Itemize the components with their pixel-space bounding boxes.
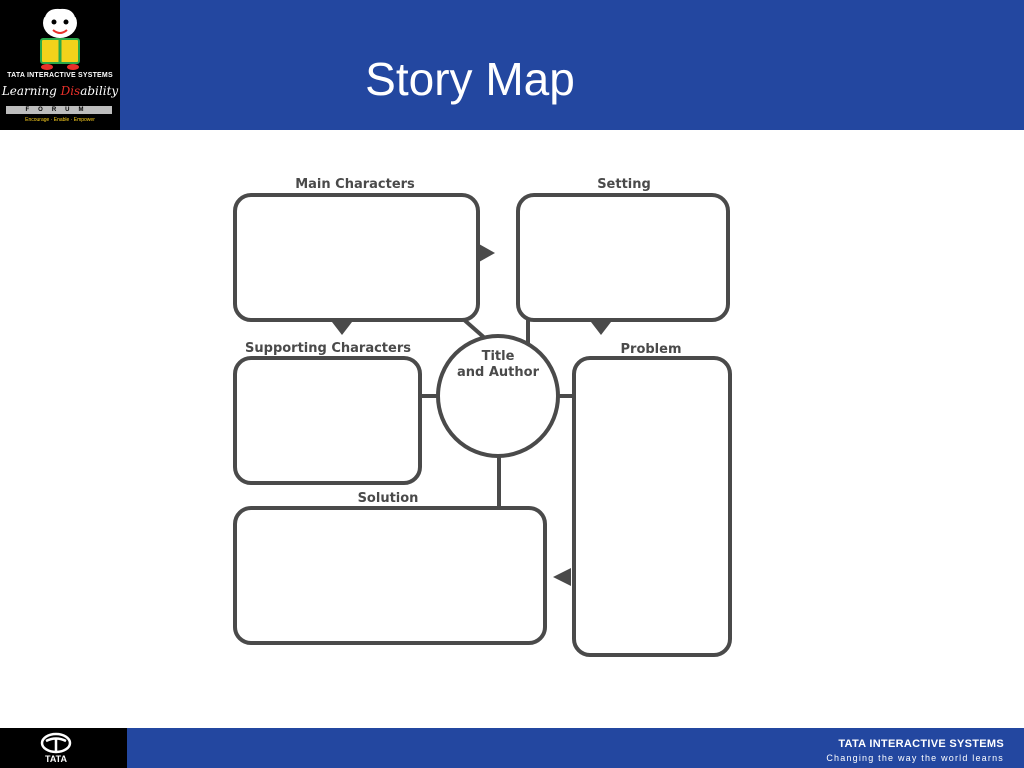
- solution-label: Solution: [358, 491, 419, 506]
- logo-brand-suffix: ability: [80, 84, 119, 98]
- logo-brand-prefix: Learning: [1, 84, 61, 98]
- footer-logo-text: TATA: [45, 754, 67, 764]
- learning-disability-logo: TATA INTERACTIVE SYSTEMS Learning Disabi…: [0, 0, 120, 130]
- arrow-right-icon: [479, 244, 495, 262]
- setting-label: Setting: [597, 177, 651, 192]
- logo-brand-name: Learning Disability: [0, 84, 120, 98]
- setting-box[interactable]: [516, 193, 730, 322]
- footer-tata-logo-box: TATA: [0, 728, 127, 768]
- problem-label: Problem: [621, 342, 682, 357]
- logo-tagline: Encourage · Enable · Empower: [25, 117, 95, 123]
- header-bar: TATA INTERACTIVE SYSTEMS Learning Disabi…: [0, 0, 1024, 130]
- logo-brand-highlight: Dis: [60, 84, 81, 98]
- arrow-down-icon: [591, 322, 611, 335]
- page-title: Story Map: [365, 53, 575, 105]
- supporting-characters-label: Supporting Characters: [245, 341, 411, 356]
- footer-tagline: Changing the way the world learns: [826, 753, 1004, 763]
- problem-box[interactable]: [572, 356, 732, 657]
- solution-box[interactable]: [233, 506, 547, 645]
- main-characters-label: Main Characters: [295, 177, 415, 192]
- supporting-characters-box[interactable]: [233, 356, 422, 485]
- logo-company-name: TATA INTERACTIVE SYSTEMS: [7, 72, 113, 79]
- footer-brand: TATA INTERACTIVE SYSTEMS: [838, 738, 1004, 750]
- center-label-line2: and Author: [457, 365, 540, 380]
- center-label-line1: Title: [482, 349, 515, 364]
- footer-bar: TATA TATA INTERACTIVE SYSTEMS Changing t…: [0, 728, 1024, 768]
- arrow-down-icon: [332, 322, 352, 335]
- tata-emblem-icon: [40, 732, 72, 754]
- title-author-circle[interactable]: [436, 334, 560, 458]
- mascot-reading-icon: [40, 6, 80, 70]
- logo-forum-strip: FORUM: [6, 106, 112, 114]
- arrow-left-icon: [553, 568, 571, 586]
- main-characters-box[interactable]: [233, 193, 480, 322]
